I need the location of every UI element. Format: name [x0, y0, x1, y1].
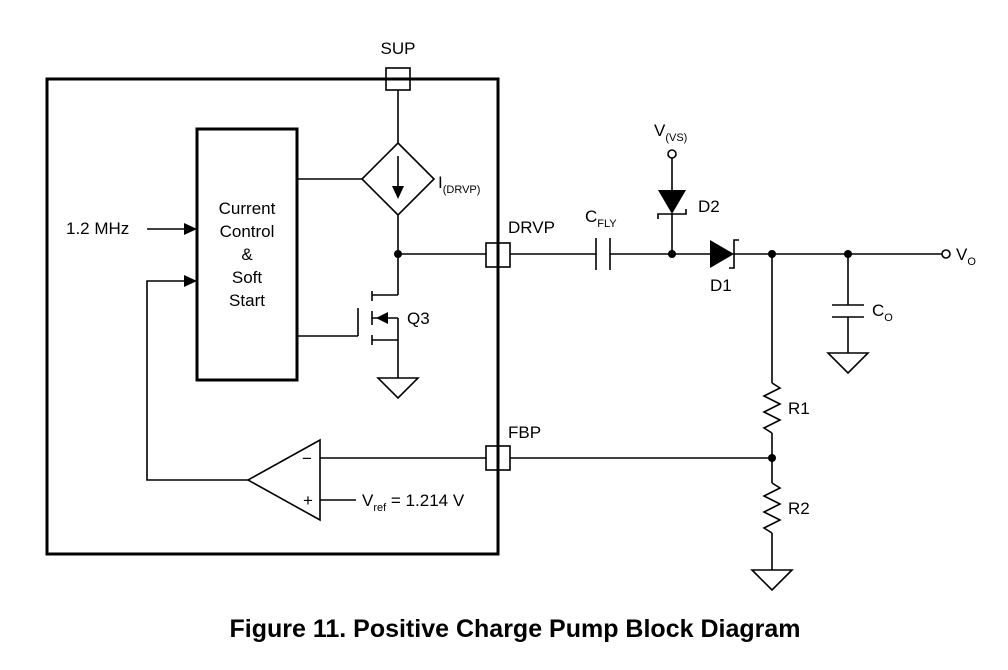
- fbp-pin-label: FBP: [508, 423, 541, 442]
- cap-fly-label: CFLY: [585, 207, 617, 230]
- current-arrow-icon: [392, 186, 404, 199]
- comparator-plus: +: [303, 491, 313, 510]
- diode-d1-icon: [710, 240, 734, 268]
- control-block: [195, 127, 299, 382]
- drvp-pin-label: DRVP: [508, 218, 555, 237]
- clock-arrow-icon: [184, 223, 197, 235]
- transistor-arrow-icon: [376, 312, 388, 324]
- feedback-arrow-icon: [184, 275, 197, 287]
- r1-label: R1: [788, 399, 810, 418]
- cap-out-label: CO: [872, 301, 893, 324]
- control-block-line1: Current: [219, 199, 276, 218]
- vout-terminal: [941, 249, 951, 259]
- comparator-triangle: [246, 438, 321, 522]
- control-block-line3: &: [241, 245, 253, 264]
- sup-pin-label: SUP: [381, 39, 416, 58]
- control-block-line5: Start: [229, 291, 265, 310]
- control-block-line2: Control: [220, 222, 275, 241]
- ground-r2-icon: [750, 569, 794, 592]
- resistor-r2-icon: [762, 482, 782, 534]
- d1-label: D1: [710, 276, 732, 295]
- vout-label: VO: [956, 245, 976, 268]
- control-block-line4: Soft: [232, 268, 263, 287]
- vs-label: V(VS): [654, 121, 687, 144]
- drvp-pin: [485, 242, 511, 268]
- vref-label: Vref = 1.214 V: [362, 491, 465, 514]
- ic-outline: [45, 77, 500, 556]
- clock-label: 1.2 MHz: [66, 219, 129, 238]
- figure-caption: Figure 11. Positive Charge Pump Block Di…: [229, 615, 800, 643]
- ground-q3-icon: [376, 377, 420, 400]
- d2-label: D2: [698, 197, 720, 216]
- resistor-r1-icon: [762, 382, 782, 434]
- transistor-label: Q3: [407, 309, 430, 328]
- ground-co-icon: [826, 352, 870, 375]
- vs-terminal: [667, 149, 677, 159]
- comparator-minus: −: [302, 449, 312, 468]
- current-source-label: I(DRVP): [438, 173, 480, 196]
- diode-d2-icon: [658, 190, 686, 214]
- r2-label: R2: [788, 499, 810, 518]
